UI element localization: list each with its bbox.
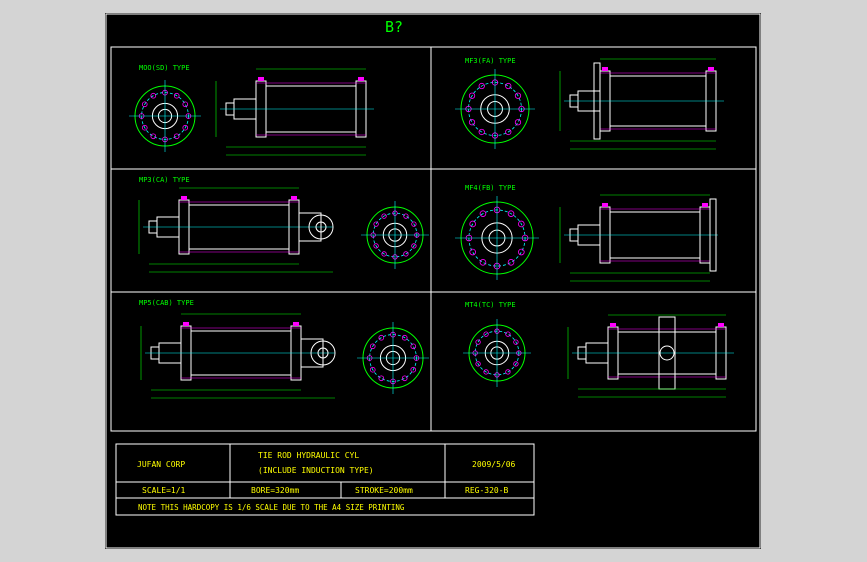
mp3-end-view-bolt-hole: [373, 243, 379, 249]
mp5-end-view-bolt-hole: [378, 375, 385, 382]
mf4-side-view-rear-flange: [709, 198, 717, 272]
mt4-end-view-bolt-hole: [505, 369, 511, 375]
mp5-side-view-port: [183, 322, 189, 326]
view-label-mp5: MP5(CAB) TYPE: [139, 299, 194, 307]
moo-side-view-port: [258, 77, 264, 81]
mp3-end-view-bolt-hole: [373, 221, 379, 227]
mp5-end-view-bolt-hole: [410, 343, 417, 350]
moo-end-view-bolt-hole: [150, 133, 157, 140]
drawing-number: REG-320-B: [465, 486, 509, 495]
mp5-end-view-bolt-hole: [369, 343, 376, 350]
mf3-side-view-front-flange: [593, 62, 601, 140]
drawing-sheet: B? MOO(SD) TYPE MF3(FA) TYPE MP3(CA) TYP…: [105, 13, 761, 549]
mp3-side-view-port: [181, 196, 187, 200]
moo-end-view-bolt-hole: [141, 101, 148, 108]
mf3-end-view-bolt-hole: [514, 92, 522, 99]
mp5-side-view-port: [293, 322, 299, 326]
mp5-end-view-bolt-hole: [401, 375, 408, 382]
mf4-end-view-bolt-hole: [469, 248, 476, 256]
mf4-end-view-bolt-hole: [479, 210, 487, 217]
mt4-side-view-trunnion-pin: [659, 345, 675, 361]
mf4-end-view-bolt-hole: [469, 220, 476, 228]
mf4-end-view-bolt-hole: [518, 220, 525, 228]
print-note: NOTE THIS HARDCOPY IS 1/6 SCALE DUE TO T…: [138, 503, 405, 512]
mf4-end-view-bolt-hole: [518, 248, 525, 256]
mp5-side-view-clevis: [300, 338, 324, 368]
cad-drawing: B? MOO(SD) TYPE MF3(FA) TYPE MP3(CA) TYP…: [105, 13, 761, 549]
mt4-end-view-bolt-hole: [475, 339, 481, 345]
views-frame: [110, 46, 757, 432]
mp3-end-view-bolt-hole: [381, 251, 387, 257]
mf4-end-view-bolt-hole: [507, 259, 515, 266]
mf4-side-view-port: [602, 203, 608, 207]
mf4-end-view-bolt-hole: [479, 259, 487, 266]
mt4-end-view-bolt-hole: [475, 361, 481, 367]
mp3-side-view-clevis-pin: [315, 221, 327, 233]
mp3-end-view-bolt-hole: [411, 243, 417, 249]
mt4-end-view-bolt-hole: [483, 369, 489, 375]
mf3-side-view-port: [602, 67, 608, 71]
mf3-side-view-port: [708, 67, 714, 71]
moo-end-view-bolt-hole: [182, 101, 189, 108]
mp3-end-view-bolt-hole: [411, 221, 417, 227]
mf3-end-view-bolt-hole: [478, 128, 485, 136]
mp3-end-view-bolt-hole: [403, 213, 409, 219]
company-name: JUFAN CORP: [137, 460, 185, 469]
mp3-end-view-bolt-hole: [381, 213, 387, 219]
drawing-date: 2009/5/06: [472, 460, 516, 469]
moo-end-view-bolt-hole: [150, 92, 157, 99]
mp3-side-view-port: [291, 196, 297, 200]
title-block: JUFAN CORP TIE ROD HYDRAULIC CYL (INCLUD…: [115, 443, 535, 516]
mp3-end-view-bolt-hole: [403, 251, 409, 257]
mp5-end-view-bolt-hole: [369, 366, 376, 373]
description-line1: TIE ROD HYDRAULIC CYL: [258, 451, 359, 460]
moo-end-view-bolt-hole: [173, 92, 180, 99]
mt4-end-view-bolt-hole: [513, 339, 519, 345]
mt4-side-view-port: [610, 323, 616, 327]
mp5-end-view-bolt-hole: [410, 366, 417, 373]
mp5-end-view-bolt-hole: [401, 334, 408, 341]
scale-field: SCALE=1/1: [142, 486, 186, 495]
mf3-end-view-bolt-hole: [468, 92, 476, 99]
mf3-end-view-bolt-hole: [505, 128, 512, 136]
mp3-side-view-clevis: [298, 212, 322, 242]
mp3-side-view-clevis-eye: [308, 214, 334, 240]
moo-end-view-bolt-hole: [182, 124, 189, 131]
moo-end-view-bolt-hole: [173, 133, 180, 140]
mf3-end-view-bolt-hole: [468, 119, 476, 126]
mt4-end-view-bolt-hole: [483, 331, 489, 337]
mp5-side-view-clevis-eye: [310, 340, 336, 366]
view-graphics: [129, 58, 734, 399]
mp5-end-view-bolt-hole: [378, 334, 385, 341]
mp5-side-view-clevis-pin: [317, 347, 329, 359]
mf4-end-view-bolt-hole: [507, 210, 515, 217]
mf3-end-view-bolt-hole: [478, 82, 485, 90]
view-label-mf4: MF4(FB) TYPE: [465, 184, 516, 192]
sheet-border: [105, 13, 761, 549]
mf3-end-view-bolt-hole: [505, 82, 512, 90]
mf4-side-view-port: [702, 203, 708, 207]
view-label-mf3: MF3(FA) TYPE: [465, 57, 516, 65]
view-label-mt4: MT4(TC) TYPE: [465, 301, 516, 309]
stroke-field: STROKE=200mm: [355, 486, 413, 495]
moo-side-view-port: [358, 77, 364, 81]
view-label-mp3: MP3(CA) TYPE: [139, 176, 190, 184]
sheet-title: B?: [385, 18, 403, 36]
description-line2: (INCLUDE INDUCTION TYPE): [258, 466, 374, 475]
bore-field: BORE=320mm: [251, 486, 299, 495]
moo-end-view-bolt-hole: [141, 124, 148, 131]
view-label-moo: MOO(SD) TYPE: [139, 64, 190, 72]
mt4-end-view-bolt-hole: [513, 361, 519, 367]
mt4-end-view-bolt-hole: [505, 331, 511, 337]
mt4-side-view-port: [718, 323, 724, 327]
mf3-end-view-bolt-hole: [514, 119, 522, 126]
